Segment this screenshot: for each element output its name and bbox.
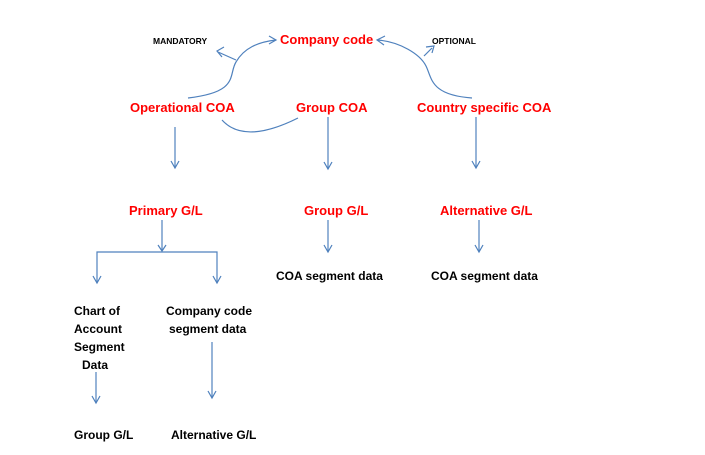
node-company-code-segment: Company code segment data bbox=[166, 302, 252, 338]
arrow-mandatory bbox=[217, 51, 237, 61]
node-primary-gl: Primary G/L bbox=[129, 203, 203, 218]
curve-operational-to-company bbox=[187, 39, 277, 99]
node-bottom-alternative-gl: Alternative G/L bbox=[171, 428, 257, 442]
node-group-coa: Group COA bbox=[296, 100, 368, 115]
node-chart-of-account-segment: Chart of Account Segment Data bbox=[74, 302, 125, 374]
arrow-optional bbox=[423, 47, 433, 57]
node-country-coa: Country specific COA bbox=[417, 100, 552, 115]
node-operational-coa: Operational COA bbox=[130, 100, 235, 115]
branch-line bbox=[96, 251, 218, 283]
label-mandatory: MANDATORY bbox=[153, 36, 208, 46]
company-code-segment-line: segment data bbox=[169, 322, 247, 336]
chart-of-account-line: Account bbox=[74, 322, 122, 336]
company-code-segment-line: Company code bbox=[166, 304, 253, 318]
chart-of-account-line: Segment bbox=[74, 340, 125, 354]
chart-of-account-line: Chart of bbox=[74, 304, 120, 318]
node-alt-coa-segment: COA segment data bbox=[431, 269, 538, 283]
label-optional: OPTIONAL bbox=[432, 36, 476, 46]
node-group-gl: Group G/L bbox=[304, 203, 369, 218]
node-alternative-gl: Alternative G/L bbox=[440, 203, 533, 218]
arrowhead-optional bbox=[425, 45, 435, 54]
curve-country-to-company bbox=[377, 39, 473, 99]
node-bottom-group-gl: Group G/L bbox=[74, 428, 134, 442]
arrowhead-company-left bbox=[268, 35, 278, 45]
curve-group-to-operational bbox=[221, 117, 299, 133]
arrowhead-company-right bbox=[375, 35, 386, 46]
node-company-code: Company code bbox=[280, 32, 374, 47]
chart-of-account-line: Data bbox=[82, 358, 109, 372]
arrowhead-mandatory bbox=[216, 46, 225, 58]
node-group-coa-segment: COA segment data bbox=[276, 269, 383, 283]
